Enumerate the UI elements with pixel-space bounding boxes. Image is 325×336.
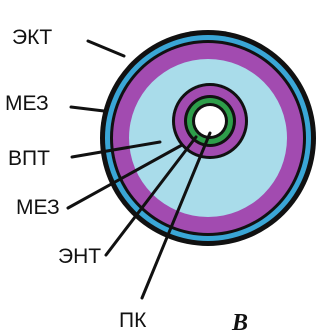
label-ent: ЭНТ [58,245,101,268]
label-mez-outer: МЕЗ [5,92,49,115]
label-vpt: ВПТ [8,147,50,170]
label-pk: ПК [119,309,147,332]
label-mez-inner: МЕЗ [16,196,60,219]
mez-outer-leader-line [71,107,104,111]
intestinal-lumen [195,106,225,136]
ekt-leader-line [88,41,124,56]
label-ekt: ЭКТ [12,26,52,49]
panel-letter: В [231,310,248,336]
